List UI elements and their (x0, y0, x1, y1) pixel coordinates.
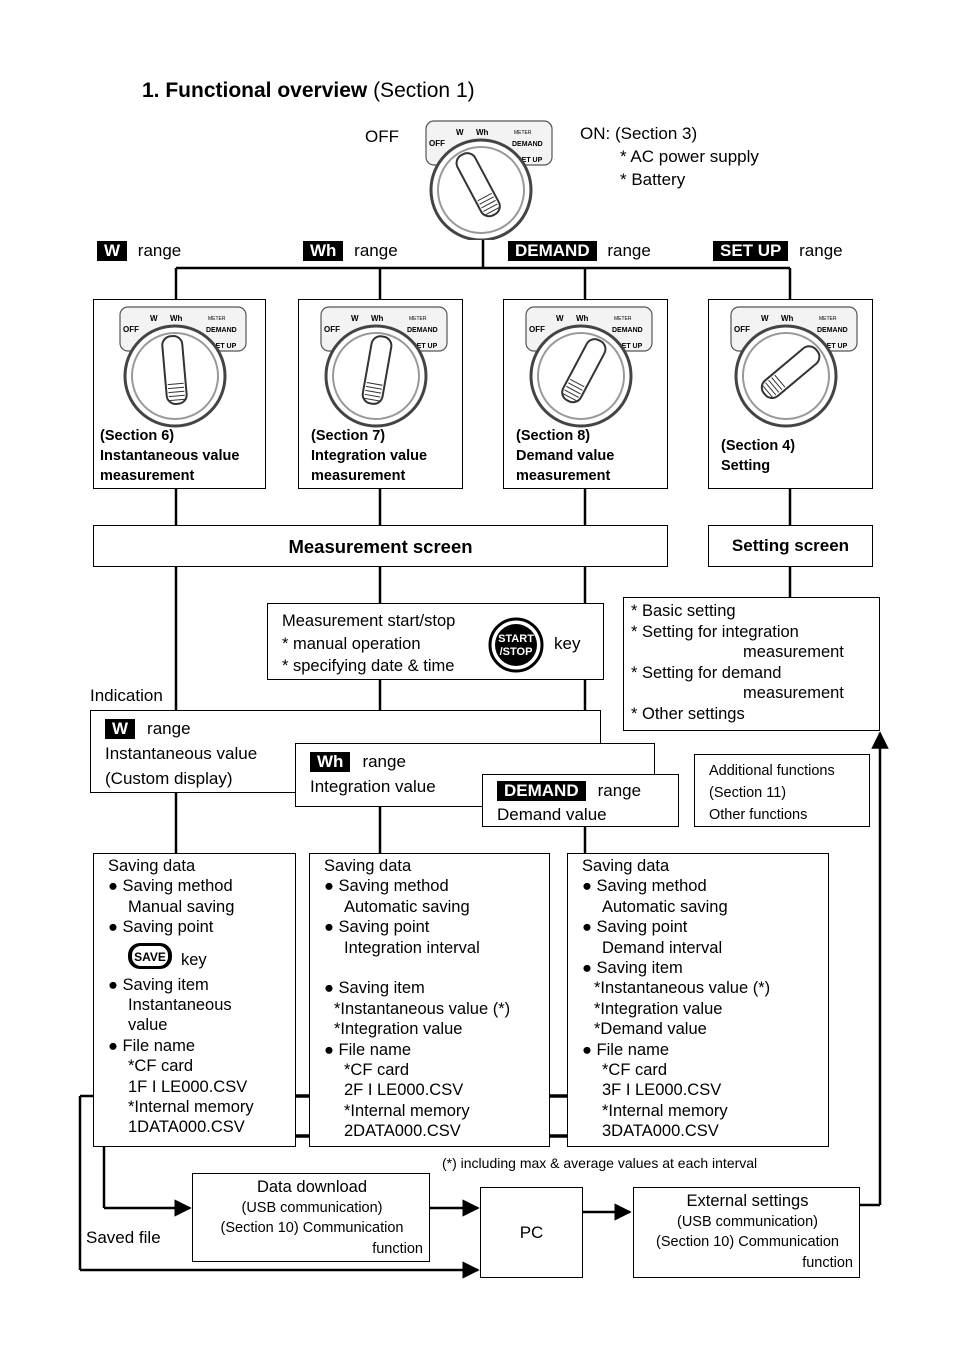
svg-text:DEMAND: DEMAND (817, 327, 848, 334)
save-key-label: key (181, 950, 207, 969)
pc-label: PC (519, 1223, 544, 1242)
range-tag: DEMAND (508, 241, 597, 261)
svg-text:METER: METER (409, 316, 427, 322)
mode-box-wh: OFF W Wh METER DEMAND SET UP (Section 7)… (298, 299, 463, 489)
svg-text:SET UP: SET UP (517, 157, 543, 164)
saving-data-1: Saving data ● Saving method Manual savin… (108, 857, 254, 1137)
svg-text:SET UP: SET UP (412, 343, 438, 350)
measurement-screen-label: Measurement screen (288, 536, 473, 557)
pc-box: PC (480, 1187, 583, 1278)
saving-data-3: Saving data ● Saving method Automatic sa… (582, 857, 771, 1141)
saved-file-label: Saved file (86, 1228, 161, 1247)
start-stop-key-icon: START /STOP (488, 617, 544, 673)
svg-text:OFF: OFF (734, 325, 750, 334)
mode-box-w: OFF W Wh METER DEMAND SET UP (Section 6)… (93, 299, 266, 489)
svg-text:W: W (761, 314, 769, 323)
settings-list: * Basic setting * Setting for integratio… (631, 602, 844, 723)
svg-text:W: W (351, 314, 359, 323)
indication-label: Indication (90, 686, 163, 705)
title-bold: 1. Functional overview (142, 79, 368, 102)
range-tag: DEMAND (497, 781, 586, 801)
power-on-info: ON: (Section 3) * AC power supply * Batt… (580, 124, 759, 189)
svg-text:SET UP: SET UP (822, 343, 848, 350)
start-stop-key-label: key (554, 634, 581, 653)
saving-data-box-1: Saving data ● Saving method Manual savin… (93, 853, 296, 1147)
svg-text:OFF: OFF (529, 325, 545, 334)
saving-data-2: Saving data ● Saving method Automatic sa… (324, 857, 511, 1141)
settings-list-box: * Basic setting * Setting for integratio… (623, 597, 880, 731)
footnote: (*) including max & average values at ea… (442, 1155, 758, 1171)
page-title: 1. Functional overview (Section 1) (142, 79, 475, 103)
range-label-w: W range (97, 241, 181, 261)
range-tag: W (97, 241, 128, 261)
range-tag: W (105, 719, 136, 739)
additional-functions: Additional functions (Section 11) Other … (709, 763, 835, 823)
setting-screen-box: Setting screen (708, 525, 873, 567)
external-settings-box: External settings (USB communication) (S… (633, 1187, 860, 1278)
range-tag: Wh (310, 752, 351, 772)
save-key-row: SAVE key (108, 938, 254, 975)
rotary-switch-wh-icon: OFF W Wh METER DEMAND SET UP (320, 306, 448, 428)
rotary-switch-setup-icon: OFF W Wh METER DEMAND SET UP (730, 306, 858, 428)
rotary-switch-demand-icon: OFF W Wh METER DEMAND SET UP (525, 306, 653, 428)
svg-text:SET UP: SET UP (211, 343, 237, 350)
rotary-switch-off-icon: OFF W Wh METER DEMAND SET UP (425, 120, 553, 240)
svg-text:METER: METER (819, 316, 837, 322)
title-section: (Section 1) (367, 79, 475, 102)
save-key-icon: SAVE (128, 942, 172, 969)
mode-box-demand: OFF W Wh METER DEMAND SET UP (Section 8)… (503, 299, 668, 489)
svg-text:SAVE: SAVE (134, 950, 166, 964)
saving-data-box-3: Saving data ● Saving method Automatic sa… (567, 853, 829, 1147)
start-stop-box: Measurement start/stop * manual operatio… (267, 603, 604, 680)
svg-text:Wh: Wh (371, 314, 384, 323)
svg-text:/STOP: /STOP (500, 646, 533, 658)
svg-text:SET UP: SET UP (617, 343, 643, 350)
mode-box-setup: OFF W Wh METER DEMAND SET UP (Section 4)… (708, 299, 873, 489)
off-label: OFF (365, 127, 399, 146)
svg-text:METER: METER (208, 316, 226, 322)
svg-text:METER: METER (514, 130, 532, 136)
svg-text:OFF: OFF (324, 325, 340, 334)
svg-text:Wh: Wh (781, 314, 794, 323)
svg-text:W: W (556, 314, 564, 323)
svg-text:DEMAND: DEMAND (206, 327, 237, 334)
mode-caption: (Section 4) Setting (721, 438, 796, 474)
range-label-wh: Wh range (303, 241, 398, 261)
range-label-setup: SET UP range (713, 241, 843, 261)
external-settings: External settings (USB communication) (S… (656, 1192, 853, 1271)
range-tag: SET UP (713, 241, 789, 261)
saving-data-box-2: Saving data ● Saving method Automatic sa… (309, 853, 550, 1147)
svg-text:OFF: OFF (429, 139, 445, 148)
mode-caption: (Section 8) Demand value measurement (516, 428, 615, 484)
mode-caption: (Section 7) Integration value measuremen… (311, 428, 428, 484)
data-download: Data download (USB communication) (Secti… (220, 1178, 423, 1257)
svg-text:Wh: Wh (170, 314, 183, 323)
range-label-demand: DEMAND range (508, 241, 651, 261)
data-download-box: Data download (USB communication) (Secti… (192, 1173, 430, 1262)
svg-text:OFF: OFF (123, 325, 139, 334)
svg-text:START: START (498, 633, 534, 645)
measurement-screen-box: Measurement screen (93, 525, 668, 567)
svg-text:DEMAND: DEMAND (407, 327, 438, 334)
range-tag: Wh (303, 241, 344, 261)
svg-text:W: W (150, 314, 158, 323)
additional-functions-box: Additional functions (Section 11) Other … (694, 754, 870, 827)
svg-text:W: W (456, 128, 464, 137)
start-stop-text: Measurement start/stop * manual operatio… (282, 612, 456, 675)
setting-screen-label: Setting screen (731, 536, 850, 555)
svg-text:DEMAND: DEMAND (512, 141, 543, 148)
svg-text:DEMAND: DEMAND (612, 327, 643, 334)
svg-text:Wh: Wh (476, 128, 489, 137)
svg-text:METER: METER (614, 316, 632, 322)
rotary-switch-w-icon: OFF W Wh METER DEMAND SET UP (119, 306, 247, 428)
mode-caption: (Section 6) Instantaneous value measurem… (100, 428, 240, 484)
svg-text:Wh: Wh (576, 314, 589, 323)
